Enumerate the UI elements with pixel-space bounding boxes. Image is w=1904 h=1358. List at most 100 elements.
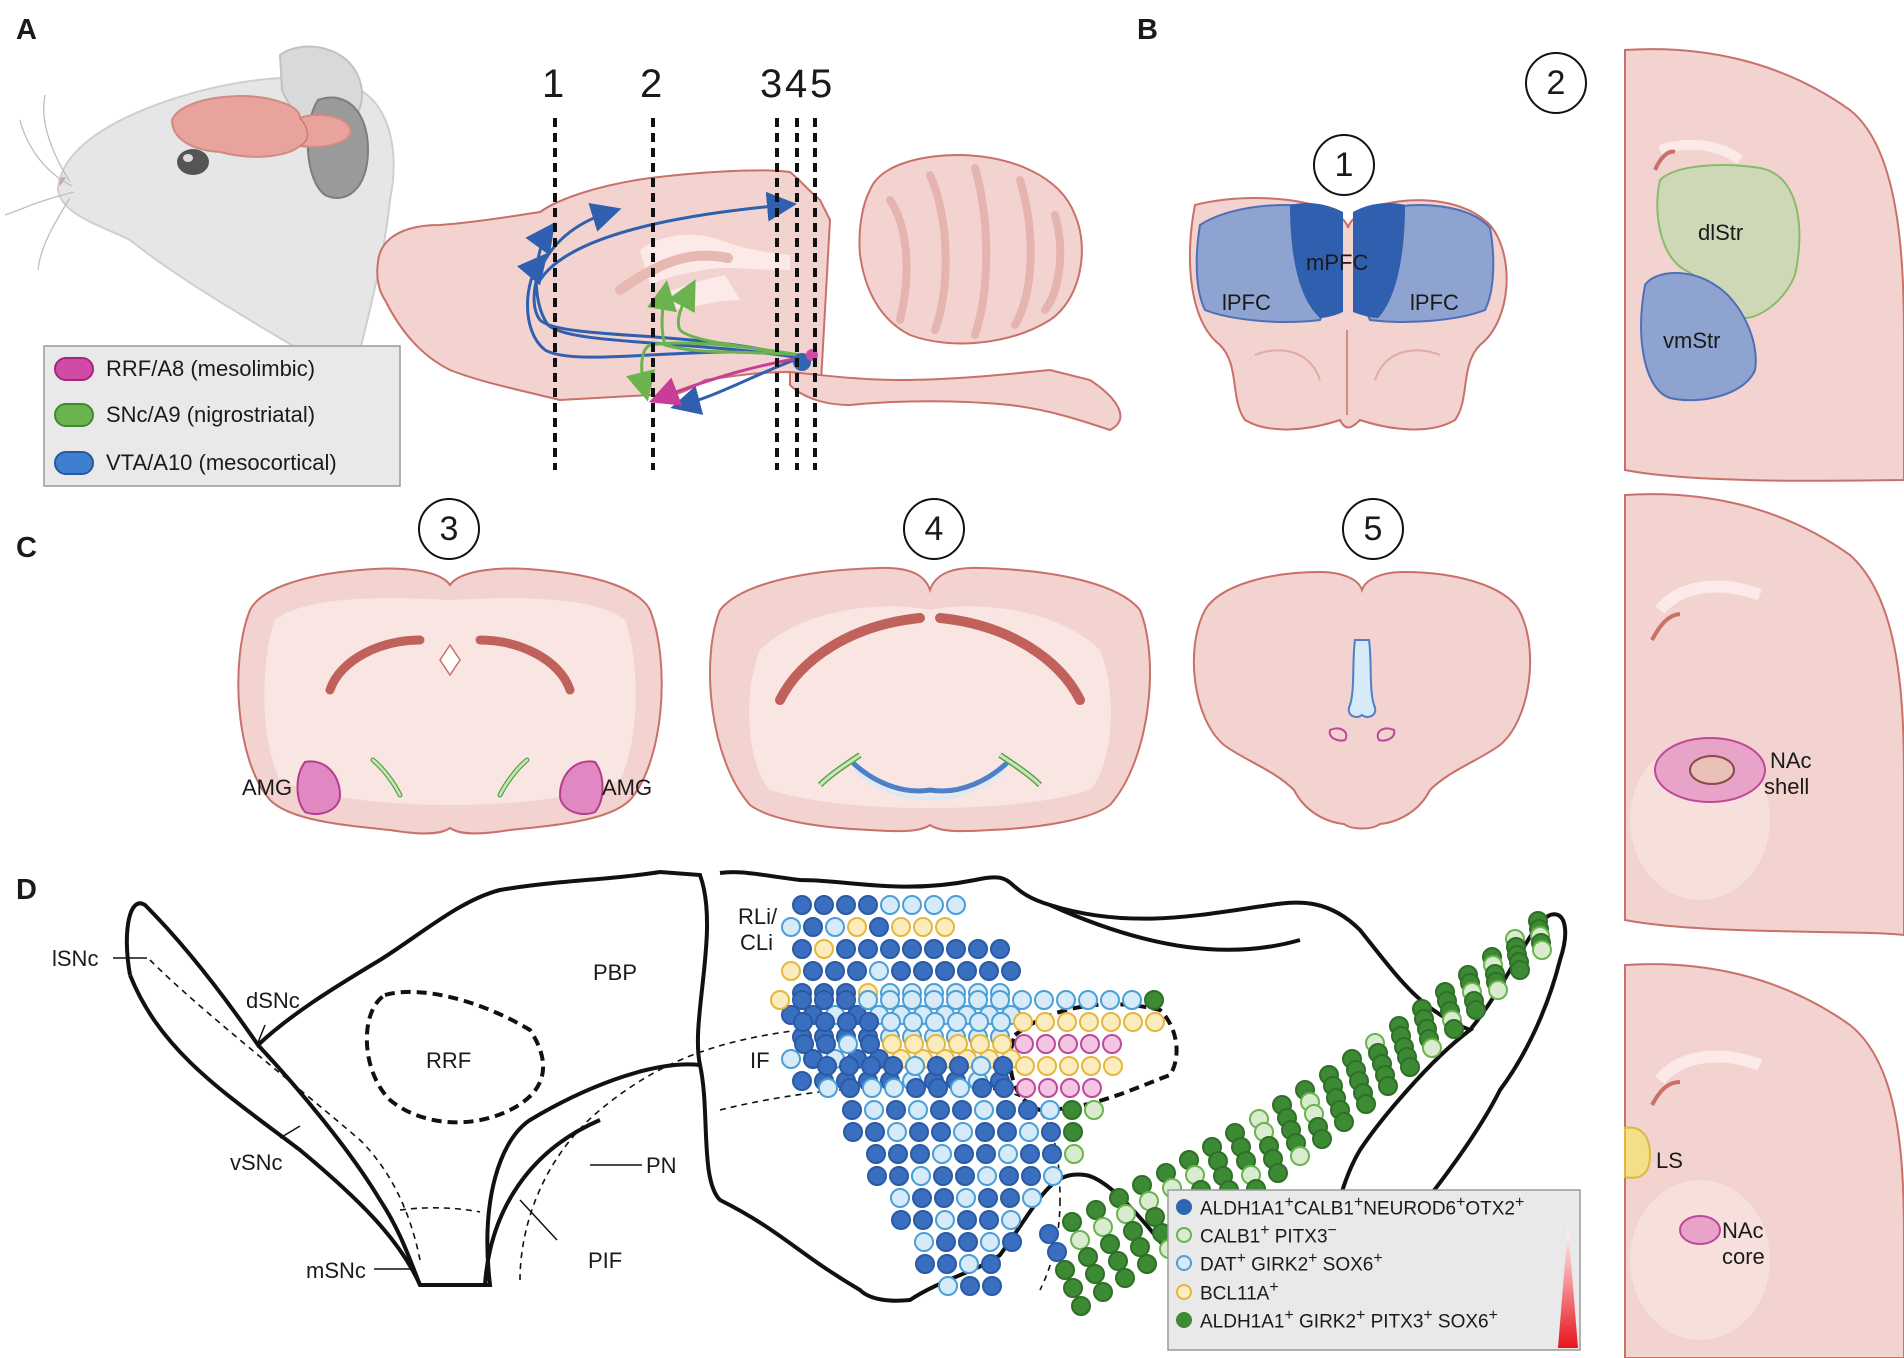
cell-dot xyxy=(977,1166,997,1186)
legend-d-label: ALDH1A1+ GIRK2+ PITX3+ SOX6+ xyxy=(1200,1307,1498,1333)
cell-dot xyxy=(815,1012,835,1032)
cell-dot xyxy=(1378,1076,1398,1096)
label-pbp: PBP xyxy=(593,960,638,985)
cut-number-3: 3 xyxy=(760,62,783,106)
cell-dot xyxy=(999,1166,1019,1186)
cell-dot xyxy=(818,1078,838,1098)
cell-dot xyxy=(936,1232,956,1252)
cell-dot xyxy=(858,895,878,915)
cell-dot xyxy=(814,990,834,1010)
cell-dot xyxy=(843,1122,863,1142)
cell-dot xyxy=(913,917,933,937)
cell-dot xyxy=(880,990,900,1010)
vta-swatch xyxy=(54,451,94,475)
label-msnc: mSNc xyxy=(306,1258,366,1283)
cell-dot xyxy=(887,1122,907,1142)
label-rrf: RRF xyxy=(426,1048,472,1073)
cell-dot xyxy=(990,990,1010,1010)
cell-dot xyxy=(858,990,878,1010)
section-circle-3: 3 xyxy=(418,498,480,560)
label-nac-shell-2: shell xyxy=(1764,774,1810,799)
cell-dot xyxy=(937,1254,957,1274)
cell-dot xyxy=(975,1122,995,1142)
label-pif: PIF xyxy=(588,1248,623,1273)
cell-dot xyxy=(906,1078,926,1098)
cell-dot xyxy=(1100,1234,1120,1254)
section-nac-core-brain xyxy=(1624,963,1904,1358)
cell-dots xyxy=(770,895,1552,1316)
cell-dot xyxy=(1038,1078,1058,1098)
cell-dot xyxy=(1000,1188,1020,1208)
cut-lines xyxy=(553,118,817,470)
cell-dot xyxy=(884,1078,904,1098)
label-dlstr: dlStr xyxy=(1698,220,1744,245)
panel-letter-b: B xyxy=(1137,14,1158,46)
label-if: IF xyxy=(750,1048,770,1073)
cell-dot xyxy=(955,1166,975,1186)
label-rli: RLi/ xyxy=(738,904,778,929)
label-amg-left: AMG xyxy=(242,775,293,800)
legend-a-label: RRF/A8 (mesolimbic) xyxy=(106,356,316,381)
legend-a-item-rrf: RRF/A8 (mesolimbic) xyxy=(54,356,315,382)
cell-dot xyxy=(1063,1278,1083,1298)
section-circle-1: 1 xyxy=(1313,134,1375,196)
legend-d-label: DAT+ GIRK2+ SOX6+ xyxy=(1200,1250,1383,1276)
cell-dot xyxy=(902,939,922,959)
cell-dot xyxy=(842,1100,862,1120)
cell-dot xyxy=(1144,990,1164,1010)
cell-dot xyxy=(928,1078,948,1098)
cell-dot xyxy=(946,895,966,915)
legend-d-item: DAT+ GIRK2+ SOX6+ xyxy=(1176,1250,1383,1276)
label-vmstr: vmStr xyxy=(1663,328,1721,353)
cell-dot xyxy=(869,961,889,981)
cell-dot xyxy=(959,1254,979,1274)
sagittal-brain xyxy=(376,153,1122,432)
cell-dot xyxy=(1400,1057,1420,1077)
section-5-brain xyxy=(1192,570,1532,830)
cell-dot xyxy=(847,961,867,981)
cell-dot xyxy=(905,1056,925,1076)
cell-dot xyxy=(935,917,955,937)
cell-dot xyxy=(803,917,823,937)
cell-dot xyxy=(883,1056,903,1076)
legend-d-swatch xyxy=(1176,1284,1192,1301)
cell-dot xyxy=(948,1034,968,1054)
legend-a-label: VTA/A10 (mesocortical) xyxy=(106,450,337,475)
cell-dot xyxy=(946,939,966,959)
cell-dot xyxy=(891,961,911,981)
section-circle-4: 4 xyxy=(903,498,965,560)
cell-dot xyxy=(904,1034,924,1054)
section-1-brain xyxy=(1188,197,1508,431)
cell-dot xyxy=(911,1166,931,1186)
cell-dot xyxy=(839,1056,859,1076)
cell-dot xyxy=(866,1144,886,1164)
cell-dot xyxy=(958,1232,978,1252)
cell-dot xyxy=(1016,1078,1036,1098)
cell-dot xyxy=(998,1144,1018,1164)
cell-dot xyxy=(926,1034,946,1054)
label-cli: CLi xyxy=(740,930,774,955)
cell-dot xyxy=(880,895,900,915)
cell-dot xyxy=(974,1100,994,1120)
cell-dot xyxy=(1334,1112,1354,1132)
section-circle-2: 2 xyxy=(1525,52,1587,114)
cell-dot xyxy=(1063,1122,1083,1142)
cell-dot xyxy=(954,1144,974,1164)
cell-dot xyxy=(891,1210,911,1230)
cell-dot xyxy=(969,1012,989,1032)
cell-dot xyxy=(1510,960,1530,980)
legend-a-label: SNc/A9 (nigrostriatal) xyxy=(106,402,316,427)
legend-d-swatch xyxy=(1176,1255,1192,1272)
cell-dot xyxy=(1085,1264,1105,1284)
cell-dot xyxy=(915,1254,935,1274)
cell-dot xyxy=(968,990,988,1010)
cell-dot xyxy=(861,1056,881,1076)
cell-dot xyxy=(1047,1242,1067,1262)
legend-d-label: BCL11A+ xyxy=(1200,1279,1279,1305)
cell-dot xyxy=(930,1100,950,1120)
cell-dot xyxy=(1055,1260,1075,1280)
legend-d-label: CALB1+ PITX3− xyxy=(1200,1222,1337,1248)
cell-dot xyxy=(912,1188,932,1208)
cell-dot xyxy=(1078,1247,1098,1267)
gradient-wedge xyxy=(1558,1225,1578,1348)
